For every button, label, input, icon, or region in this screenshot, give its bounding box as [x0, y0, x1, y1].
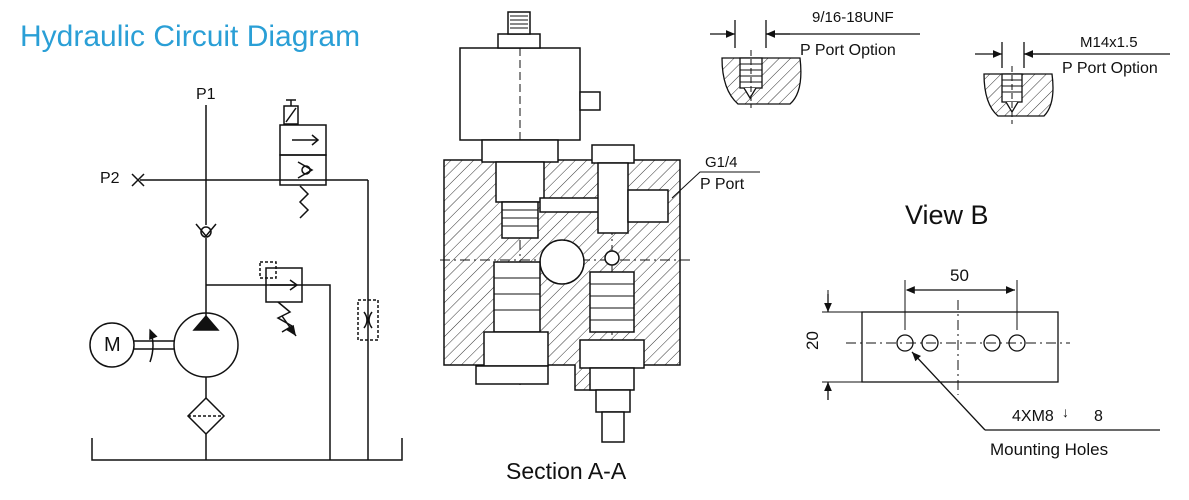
mounting-hole-1	[896, 334, 914, 352]
view-b-plate	[861, 311, 1059, 383]
port-option-1-thread: 9/16-18UNF	[812, 9, 894, 26]
manual-override-knob	[507, 11, 531, 35]
p-port-size-label: G1/4	[705, 154, 738, 171]
motor-label: M	[104, 334, 121, 356]
port-option-2-thread: M14x1.5	[1080, 34, 1138, 51]
diagram-title: Hydraulic Circuit Diagram	[20, 20, 361, 53]
motor-symbol	[89, 322, 174, 368]
section-caption: Section A-A	[506, 458, 627, 484]
check-valve-symbol	[195, 223, 217, 238]
solenoid-valve-symbol	[279, 99, 327, 219]
center-port-hole	[539, 239, 585, 285]
mounting-hole-4	[1008, 334, 1026, 352]
left-plug	[475, 365, 549, 385]
pump-symbol	[173, 312, 239, 398]
section-a-a-drawing	[440, 11, 760, 443]
p-port-name-label: P Port	[700, 176, 745, 193]
port-p1-label: P1	[196, 86, 216, 103]
hole-spec-label: 4XM8	[1012, 408, 1054, 425]
view-b-title: View B	[905, 200, 989, 230]
hydraulic-schematic	[89, 99, 403, 461]
mounting-hole-2	[921, 334, 939, 352]
filter-symbol	[186, 396, 226, 460]
depth-symbol: ↓	[1062, 404, 1069, 420]
port-option-2-drawing	[975, 42, 1170, 124]
view-b-drawing	[822, 280, 1160, 431]
adjust-nut	[595, 389, 631, 413]
port-option-2-label: P Port Option	[1062, 60, 1158, 77]
dim-spacing-label: 50	[950, 266, 969, 285]
mounting-hole-3	[983, 334, 1001, 352]
port-option-1-label: P Port Option	[800, 42, 896, 59]
port-option-1-drawing	[710, 20, 920, 108]
tank-symbol	[91, 438, 403, 461]
port-p2-label: P2	[100, 170, 120, 187]
mounting-holes-label: Mounting Holes	[990, 440, 1109, 459]
hole-depth-label: 8	[1094, 408, 1103, 425]
relief-valve-symbol	[259, 261, 303, 337]
restrictor-symbol	[357, 299, 379, 341]
